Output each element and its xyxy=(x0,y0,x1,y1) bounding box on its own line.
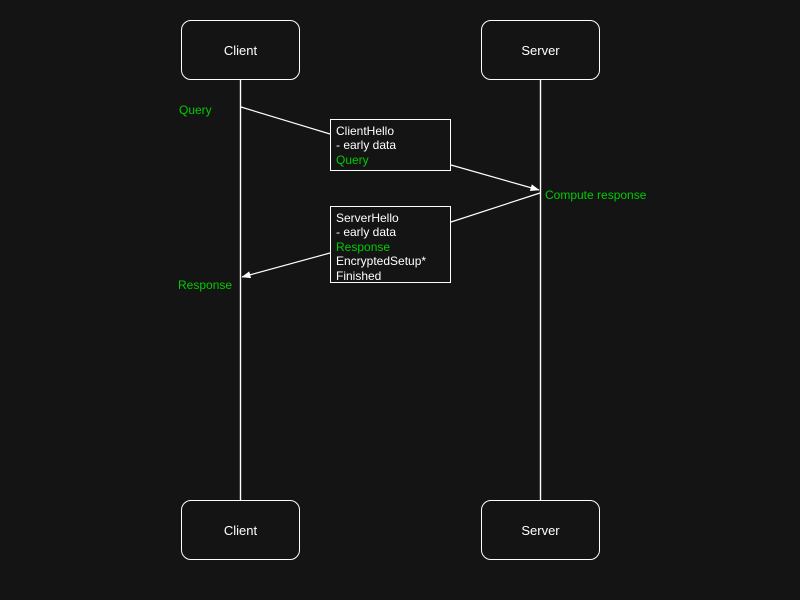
message-line: - early data xyxy=(336,138,397,153)
message-line: EncryptedSetup* xyxy=(336,254,427,269)
message-box-client-hello[interactable]: ClientHello - early data Query xyxy=(330,119,451,171)
actor-label-client-top: Client xyxy=(223,42,258,58)
note-compute-response: Compute response xyxy=(545,188,647,202)
arrow-server-hello-right-segment xyxy=(450,192,541,223)
message-box-server-hello[interactable]: ServerHello - early data Response Encryp… xyxy=(330,206,451,283)
actor-label-server-top: Server xyxy=(521,42,560,58)
actor-box-server-top[interactable]: Server xyxy=(481,20,600,80)
arrow-server-hello-left-segment xyxy=(241,252,331,279)
note-response: Response xyxy=(178,278,233,292)
message-line: Query xyxy=(336,152,369,167)
note-query: Query xyxy=(179,103,212,117)
actor-box-client-bottom[interactable]: Client xyxy=(181,500,300,560)
message-line: - early data xyxy=(336,225,397,240)
actor-label-server-bottom: Server xyxy=(521,522,560,538)
actor-label-client-bottom: Client xyxy=(223,522,258,538)
message-line: Response xyxy=(336,239,391,254)
message-line: ServerHello xyxy=(336,211,399,225)
actor-box-client-top[interactable]: Client xyxy=(181,20,300,80)
arrow-client-hello-left-segment xyxy=(240,106,331,135)
actor-box-server-bottom[interactable]: Server xyxy=(481,500,600,560)
arrow-client-hello-right-segment xyxy=(450,164,540,192)
message-line: Finished xyxy=(336,268,382,283)
message-line: ClientHello xyxy=(336,124,395,138)
